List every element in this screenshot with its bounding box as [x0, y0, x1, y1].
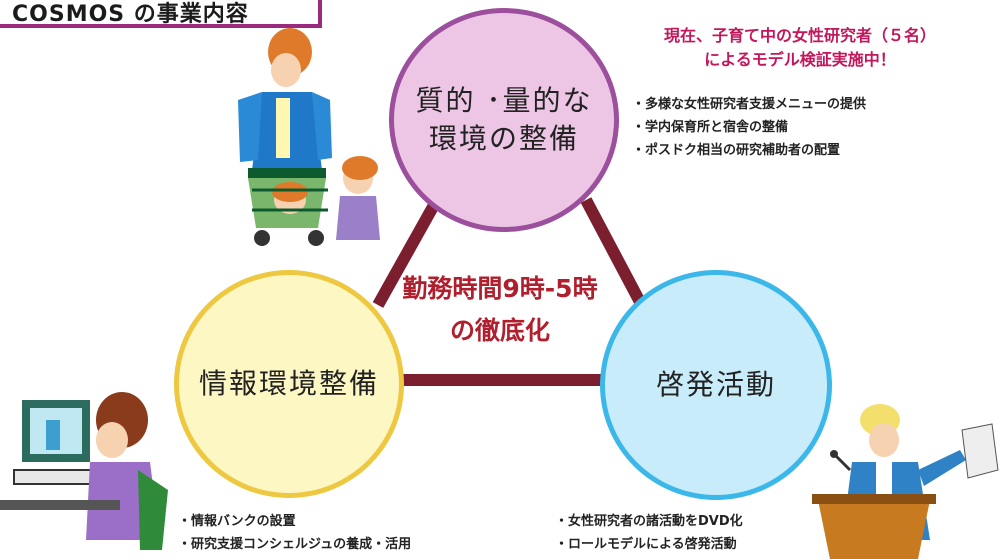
title-box: COSMOS の事業内容: [0, 0, 322, 28]
verification-note-line2: によるモデル検証実施中！: [704, 50, 896, 69]
circle-information: 情報環境整備: [174, 270, 404, 498]
connector-top-right: [580, 197, 646, 305]
list-item: ・ポスドク相当の研究補助者の配置: [632, 143, 841, 158]
connector-top-left: [372, 202, 440, 308]
verification-note: 現在、子育て中の女性研究者（５名） によるモデル検証実施中！: [600, 24, 1000, 72]
bullet-list-environment: ・多様な女性研究者支援メニューの提供 ・学内保育所と宿舎の整備 ・ポスドク相当の…: [632, 93, 866, 162]
list-item: ・多様な女性研究者支援メニューの提供: [632, 97, 867, 112]
center-policy-line2: の徹底化: [449, 316, 550, 345]
center-policy-line1: 勤務時間9時-5時: [402, 274, 598, 303]
circle-information-label: 情報環境整備: [198, 367, 379, 400]
circle-awareness-label: 啓発活動: [655, 368, 776, 401]
list-item: ・ロールモデルによる啓発活動: [555, 537, 737, 552]
speaker-at-podium-illustration: [812, 404, 999, 559]
circle-environment-line1: 質的 ･量的な: [415, 84, 593, 117]
mother-with-stroller-illustration: [238, 28, 380, 246]
woman-at-computer-illustration: [0, 392, 168, 550]
page-title: COSMOS の事業内容: [12, 2, 249, 27]
list-item: ・情報バンクの設置: [178, 514, 296, 529]
bullet-list-information: ・情報バンクの設置 ・研究支援コンシェルジュの養成・活用: [178, 510, 411, 556]
circle-environment-line2: 環境の整備: [428, 122, 579, 155]
verification-note-line1: 現在、子育て中の女性研究者（５名）: [663, 26, 936, 45]
list-item: ・女性研究者の諸活動をDVD化: [555, 514, 743, 529]
circle-environment: 質的 ･量的な 環境の整備: [389, 8, 619, 232]
list-item: ・研究支援コンシェルジュの養成・活用: [178, 537, 412, 552]
circle-awareness: 啓発活動: [600, 270, 832, 500]
center-policy: 勤務時間9時-5時 の徹底化: [380, 268, 620, 352]
triangle-connectors: [372, 197, 646, 386]
bullet-list-awareness: ・女性研究者の諸活動をDVD化 ・ロールモデルによる啓発活動: [555, 510, 743, 556]
list-item: ・学内保育所と宿舎の整備: [632, 120, 789, 135]
